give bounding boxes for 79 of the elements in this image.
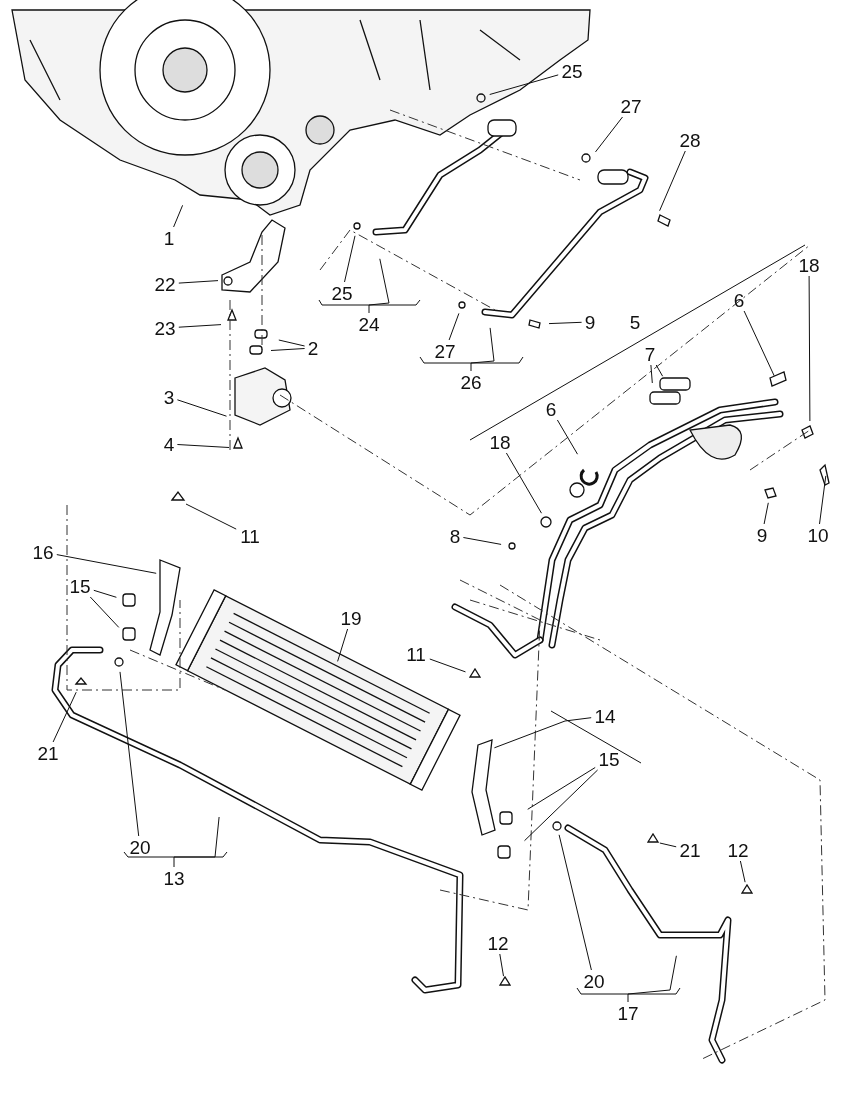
callout-number: 27 (620, 96, 642, 116)
callout-number: 11 (240, 526, 260, 546)
leader-line (56, 554, 157, 574)
callout-number: 25 (331, 283, 353, 303)
leader-line (739, 860, 746, 883)
callout-number: 18 (798, 255, 820, 275)
callout-number: 21 (37, 743, 59, 763)
callout-number: 10 (807, 525, 829, 545)
callout-number: 5 (629, 312, 641, 332)
leader-line (743, 310, 775, 377)
leader-line (470, 327, 495, 372)
leader-line (173, 816, 220, 868)
callout-number: 3 (163, 387, 175, 407)
leader-line (176, 444, 230, 448)
callout-number: 6 (733, 290, 745, 310)
callout-number: 9 (584, 312, 596, 332)
leader-line (499, 953, 504, 977)
callout-number: 9 (756, 525, 768, 545)
callout-number: 20 (583, 971, 605, 991)
callout-number: 28 (679, 130, 701, 150)
leader-line (173, 204, 184, 228)
leader-line (808, 275, 811, 422)
callout-number: 20 (129, 837, 151, 857)
callout-number: 8 (449, 526, 461, 546)
leader-line (344, 235, 356, 283)
leader-line (178, 324, 222, 328)
callout-number: 12 (487, 933, 509, 953)
leader-line (527, 767, 596, 810)
callout-number: 16 (32, 542, 54, 562)
callout-number: 2 (307, 338, 319, 358)
leader-line (337, 628, 349, 662)
leader-line (548, 321, 583, 325)
leader-line (595, 116, 623, 153)
leader-line (89, 596, 120, 628)
leader-line (505, 452, 542, 514)
leader-line (462, 537, 502, 545)
leader-line (655, 364, 664, 377)
callout-number: 6 (545, 399, 557, 419)
callout-number: 26 (460, 372, 482, 392)
leader-line (556, 419, 578, 455)
leader-line (763, 502, 769, 525)
leader-line (493, 717, 592, 749)
leader-line (429, 658, 466, 673)
callout-number: 23 (154, 318, 176, 338)
callout-number: 11 (406, 644, 426, 664)
callout-number: 25 (561, 61, 583, 81)
callout-number: 1 (163, 228, 175, 248)
leader-line (270, 348, 306, 351)
callout-number: 14 (594, 706, 616, 726)
leader-line (659, 150, 686, 212)
leader-line (52, 691, 77, 743)
leader-line (93, 589, 117, 598)
leader-line (524, 769, 599, 842)
callout-number: 24 (358, 314, 380, 334)
leader-line (185, 503, 237, 530)
leader-line (819, 475, 827, 525)
leader-line (178, 280, 219, 284)
leader-line (278, 339, 306, 347)
callout-number: 18 (489, 432, 511, 452)
leader-line (627, 955, 677, 1003)
leader-line (558, 834, 592, 971)
callout-number: 15 (69, 576, 91, 596)
leader-line (176, 399, 227, 417)
leader-line (119, 671, 140, 837)
callout-number: 13 (163, 868, 185, 888)
leader-line (448, 312, 460, 341)
callout-number: 12 (727, 840, 749, 860)
callout-number: 27 (434, 341, 456, 361)
callout-number: 4 (163, 434, 175, 454)
callout-number: 21 (679, 840, 701, 860)
callout-number: 19 (340, 608, 362, 628)
callout-number: 15 (598, 749, 620, 769)
leader-line (368, 258, 390, 314)
leader-line (650, 364, 653, 384)
callout-number: 17 (617, 1003, 639, 1023)
leader-line (489, 74, 559, 95)
callout-number: 7 (644, 344, 656, 364)
leader-line (659, 842, 677, 848)
callout-number: 22 (154, 274, 176, 294)
